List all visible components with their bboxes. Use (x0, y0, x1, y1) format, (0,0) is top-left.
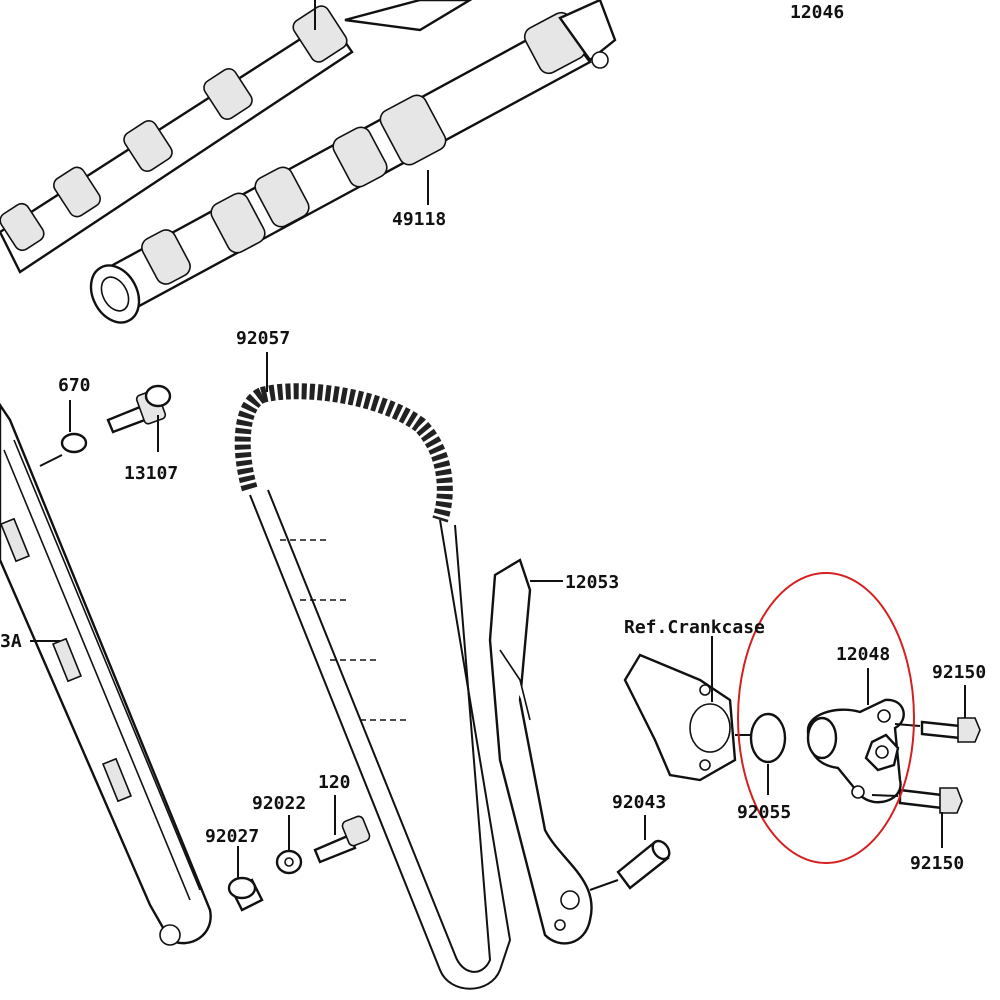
label-92043: 92043 (612, 792, 666, 813)
label-92150-bottom: 92150 (910, 853, 964, 874)
label-49118: 49118 (392, 209, 446, 230)
label-92027: 92027 (205, 826, 259, 847)
highlight-circle (737, 572, 915, 864)
bolt-120 (313, 815, 371, 864)
cam-chain-tensioner-12048 (806, 698, 905, 804)
label-92057: 92057 (236, 328, 290, 349)
left-chain-guide (0, 402, 212, 946)
label-ref-crankcase: Ref.Crankcase (624, 617, 765, 638)
gasket-92055 (749, 712, 787, 764)
bolt-13107 (106, 384, 172, 434)
label-92150-top: 92150 (932, 662, 986, 683)
bolt-92150-top (920, 717, 981, 743)
label-13107: 13107 (124, 463, 178, 484)
label-670: 670 (58, 375, 91, 396)
label-12053: 12053 (565, 572, 619, 593)
upper-camshaft (0, 0, 473, 274)
tensioner-guide (488, 558, 593, 945)
label-92022: 92022 (252, 793, 306, 814)
label-12048: 12048 (836, 644, 890, 665)
timing-chain (234, 383, 512, 990)
label-12046: 12046 (790, 2, 844, 23)
collar-92027 (227, 876, 264, 912)
label-120: 120 (318, 772, 351, 793)
o-ring-670 (60, 432, 88, 454)
pin-92043 (616, 839, 671, 890)
lower-camshaft (89, 0, 617, 324)
label-3a: 3A (0, 631, 22, 652)
bolt-92150-bottom (898, 787, 963, 814)
label-92055: 92055 (737, 802, 791, 823)
crankcase-reference (623, 653, 737, 782)
